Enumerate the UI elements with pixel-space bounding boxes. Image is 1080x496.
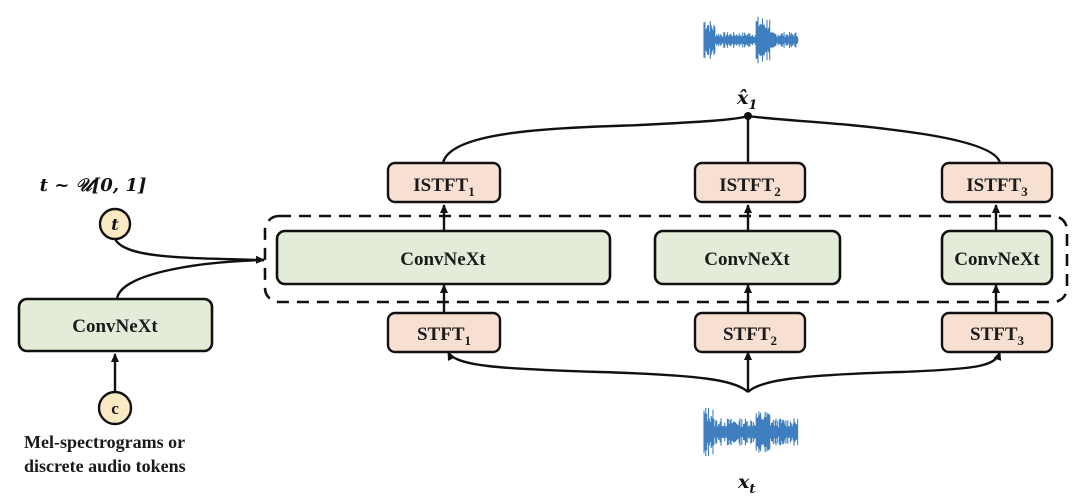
edge-istft3-output bbox=[747, 114, 1002, 164]
svg-text:ConvNeXt: ConvNeXt bbox=[72, 316, 158, 337]
svg-text:STFT1: STFT1 bbox=[417, 324, 471, 348]
stft-3: STFT3 bbox=[940, 311, 1054, 354]
svg-text:ConvNeXt: ConvNeXt bbox=[704, 249, 790, 270]
svg-text:STFT3: STFT3 bbox=[970, 324, 1025, 348]
stft-2: STFT2 bbox=[693, 311, 807, 354]
input-waveform bbox=[703, 407, 799, 457]
edge-input-stft1 bbox=[446, 351, 749, 393]
waveform-stroke bbox=[703, 407, 799, 457]
svg-text:ConvNeXt: ConvNeXt bbox=[400, 249, 486, 270]
edge-input-stft3 bbox=[747, 351, 1002, 393]
svg-text:ISTFT2: ISTFT2 bbox=[719, 175, 780, 199]
svg-text:ConvNeXt: ConvNeXt bbox=[954, 249, 1040, 270]
input-label: xt bbox=[737, 471, 755, 496]
convnext-encoder: ConvNeXt bbox=[17, 297, 214, 353]
condition-caption-line2: discrete audio tokens bbox=[24, 456, 186, 476]
backbone-group bbox=[263, 214, 1069, 304]
convnext-backbone-2: ConvNeXt bbox=[653, 229, 842, 286]
svg-text:STFT2: STFT2 bbox=[723, 324, 777, 348]
svg-text:t: t bbox=[111, 215, 119, 234]
condition-caption-line1: Mel-spectrograms or bbox=[24, 432, 185, 452]
svg-text:ISTFT3: ISTFT3 bbox=[966, 175, 1028, 199]
waveform-stroke bbox=[703, 16, 799, 64]
time-sampling-label: t ~ 𝒰[0, 1] bbox=[40, 175, 147, 196]
istft-2: ISTFT2 bbox=[693, 161, 807, 204]
istft-1: ISTFT1 bbox=[386, 161, 502, 204]
istft-3: ISTFT3 bbox=[940, 161, 1054, 204]
output-waveform bbox=[703, 16, 799, 64]
output-label: x̂1 bbox=[736, 87, 757, 113]
edge-istft1-output bbox=[441, 114, 749, 164]
stft-1: STFT1 bbox=[386, 311, 502, 354]
convnext-backbone-1: ConvNeXt bbox=[275, 229, 612, 286]
svg-text:ISTFT1: ISTFT1 bbox=[413, 175, 474, 199]
svg-text:c: c bbox=[111, 399, 119, 418]
time-node: t bbox=[98, 207, 132, 241]
edge-time-backbone bbox=[113, 238, 265, 264]
condition-node: c bbox=[97, 390, 133, 426]
convnext-backbone-3: ConvNeXt bbox=[940, 229, 1054, 286]
edge-encoder-backbone bbox=[115, 258, 265, 300]
